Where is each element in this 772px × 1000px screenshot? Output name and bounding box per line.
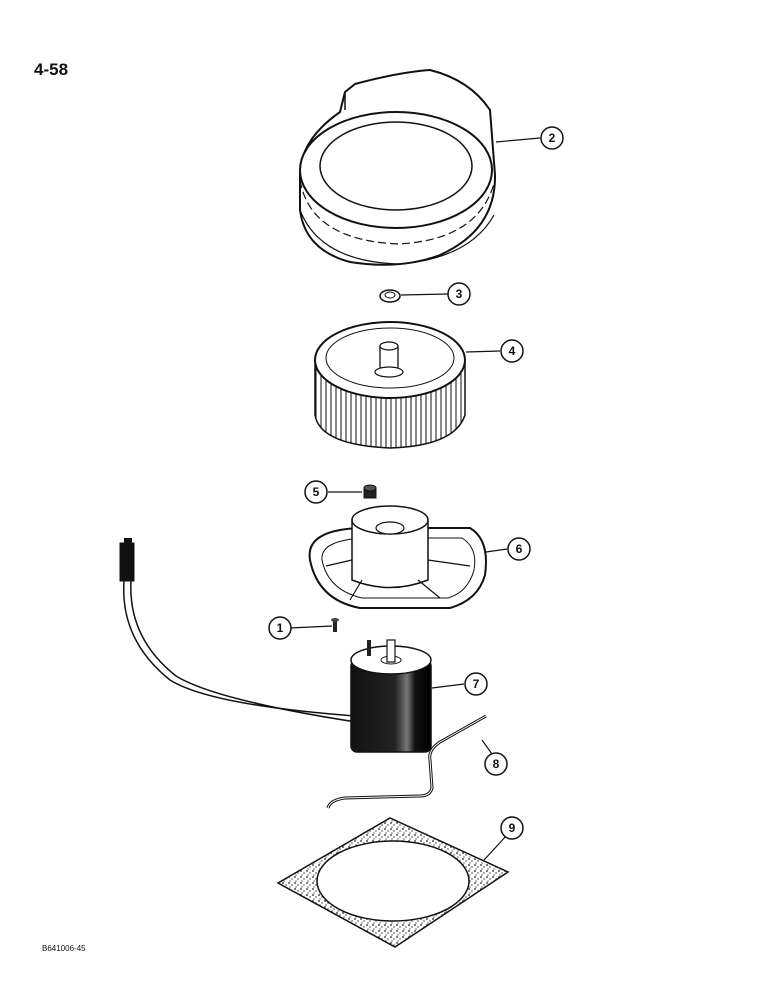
callout-7: 7 bbox=[464, 672, 488, 696]
mounting-plate bbox=[308, 505, 487, 609]
blower-wheel bbox=[314, 321, 466, 449]
gasket bbox=[276, 817, 510, 948]
nut-3 bbox=[379, 289, 401, 303]
callout-4: 4 bbox=[500, 339, 524, 363]
callout-6: 6 bbox=[507, 537, 531, 561]
callout-3-label: 3 bbox=[456, 287, 463, 301]
callout-5-label: 5 bbox=[313, 485, 320, 499]
nut-5 bbox=[363, 484, 377, 499]
wiring-harness bbox=[119, 538, 357, 723]
figure-code: B641006-45 bbox=[42, 944, 86, 953]
callout-9-label: 9 bbox=[509, 821, 516, 835]
callout-5: 5 bbox=[304, 480, 328, 504]
screw-1 bbox=[331, 618, 339, 632]
leader-lines bbox=[289, 137, 541, 861]
callout-8-label: 8 bbox=[493, 757, 500, 771]
callout-4-label: 4 bbox=[509, 344, 516, 358]
blower-housing bbox=[299, 68, 497, 266]
callout-2-label: 2 bbox=[549, 131, 556, 145]
callout-2: 2 bbox=[540, 126, 564, 150]
callout-3: 3 bbox=[447, 282, 471, 306]
page-number: 4-58 bbox=[34, 60, 69, 79]
callout-8: 8 bbox=[484, 752, 508, 776]
callout-1: 1 bbox=[268, 616, 292, 640]
callout-6-label: 6 bbox=[516, 542, 523, 556]
callout-9: 9 bbox=[500, 816, 524, 840]
support-rod bbox=[326, 714, 487, 809]
motor bbox=[350, 639, 432, 753]
callout-7-label: 7 bbox=[473, 677, 480, 691]
callout-1-label: 1 bbox=[277, 621, 284, 635]
